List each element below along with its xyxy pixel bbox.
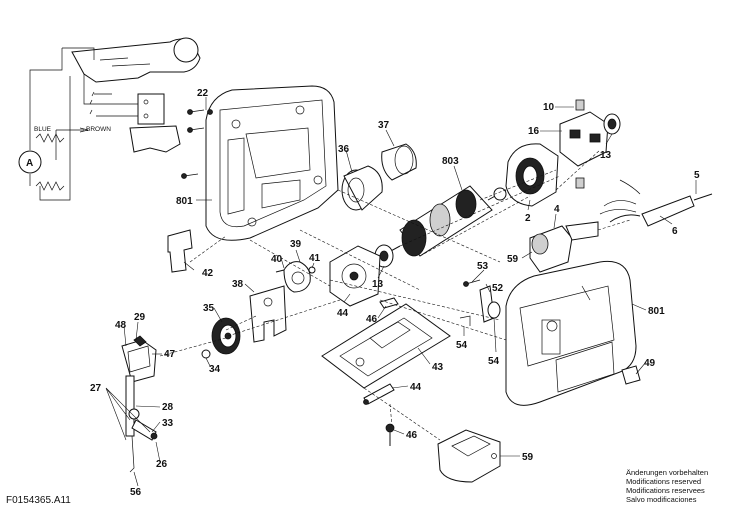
part-label-801-left: 801 [176, 196, 193, 207]
part-label-2: 2 [525, 213, 531, 224]
part-label-28: 28 [162, 402, 174, 413]
part-label-5: 5 [694, 170, 700, 181]
part-label-46: 46 [406, 430, 418, 441]
power-cable-6 [599, 179, 713, 227]
gear-housing-40 [329, 245, 381, 307]
housing-left-half [205, 85, 339, 241]
magnet-ring-31 [341, 165, 383, 211]
part-label-803: 803 [442, 156, 459, 167]
part-label-32: 37 [378, 120, 390, 131]
clamp-44 [363, 383, 395, 405]
part-label-36: 38 [232, 279, 244, 290]
gear-34 [211, 317, 241, 355]
field-coil-2 [505, 143, 559, 207]
leader-lines [105, 97, 697, 487]
part-labels: 22 801 36 37 803 2 10 16 13 5 4 6 59 42 … [90, 88, 700, 498]
wire-label-blue: BLUE [34, 126, 52, 133]
part-label-40: 44 [337, 308, 349, 319]
part-label-801-right: 801 [648, 306, 665, 317]
part-label-52: 54 [488, 356, 500, 367]
part-label-41: 46 [366, 314, 378, 325]
plate-42 [167, 229, 193, 273]
part-label-13-lower: 13 [372, 279, 384, 290]
part-label-42: 42 [202, 268, 214, 279]
part-label-27: 27 [90, 383, 102, 394]
part-label-31: 36 [338, 144, 350, 155]
magnet-ring-32 [381, 143, 417, 181]
washer-33 [201, 349, 211, 359]
plunger-assembly [121, 335, 158, 473]
part-label-4: 4 [554, 204, 560, 215]
part-label-6: 6 [672, 226, 678, 237]
part-label-49: 49 [644, 358, 656, 369]
part-label-22: 22 [197, 88, 209, 99]
link-39 [283, 261, 311, 293]
counterweight-36 [249, 285, 287, 343]
base-plate-43 [321, 303, 451, 389]
part-label-29: 29 [134, 312, 146, 323]
drawing-reference-code: F0154365.A11 [6, 495, 71, 506]
screws-22 [181, 109, 213, 179]
part-label-54: 54 [456, 340, 468, 351]
part-label-13-upper: 13 [600, 150, 612, 161]
part-label-53: 53 [477, 261, 489, 272]
part-label-35: 33 [162, 418, 174, 429]
part-label-47: 47 [164, 349, 176, 360]
part-label-38: 41 [309, 253, 321, 264]
part-label-16: 16 [528, 126, 540, 137]
notice-line-french: Modifications reservees [626, 486, 705, 495]
wire-label-brown: BROWN [86, 126, 111, 133]
part-label-37: 40 [271, 254, 283, 265]
notice-line-spanish: Salvo modificaciones [626, 495, 697, 504]
part-label-39: 39 [290, 239, 302, 250]
knob-49 [621, 365, 641, 385]
part-label-56: 56 [130, 487, 142, 498]
brush-holder-16 [559, 111, 609, 167]
carbon-brush-10 [575, 99, 585, 189]
housing-right-half [505, 260, 637, 406]
modification-notice: Änderungen vorbehalten Modifications res… [626, 468, 708, 504]
notice-line-english: Modifications reserved [626, 477, 702, 486]
part-label-59: 59 [522, 452, 534, 463]
wiring-schematic: A BLUE BROWN [18, 37, 201, 201]
dust-adapter-59 [437, 429, 501, 483]
part-label-26: 26 [156, 459, 168, 470]
part-label-34: 35 [203, 303, 215, 314]
part-label-44: 44 [410, 382, 422, 393]
motor-symbol: A [26, 158, 33, 169]
part-label-43: 43 [432, 362, 444, 373]
part-label-55: 59 [507, 254, 519, 265]
screw-46 [385, 423, 395, 446]
assembly-lines [159, 149, 631, 441]
pendulum-parts [459, 279, 501, 326]
armature-803 [377, 185, 507, 259]
part-label-10: 10 [543, 102, 555, 113]
washer-38 [308, 266, 316, 274]
bearing-13-upper [603, 113, 621, 135]
part-label-50: 52 [492, 283, 504, 294]
switch-55 [529, 221, 599, 273]
part-label-33: 34 [209, 364, 221, 375]
washer-41 [379, 297, 399, 309]
notice-line-german: Änderungen vorbehalten [626, 468, 709, 477]
part-label-48: 48 [115, 320, 127, 331]
